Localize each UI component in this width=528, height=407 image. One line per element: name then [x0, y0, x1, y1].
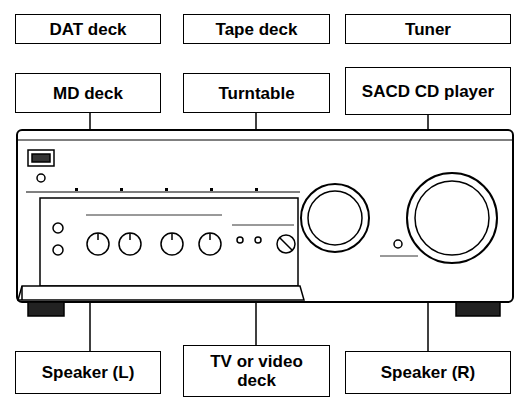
device-box: Turntable — [183, 73, 330, 113]
device-box: DAT deck — [15, 14, 161, 44]
amplifier-body — [17, 130, 513, 302]
device-label: TV or video deck — [190, 352, 323, 390]
device-label: Turntable — [218, 84, 294, 103]
device-label: Tape deck — [216, 20, 298, 39]
power-button — [28, 150, 54, 166]
device-box: SACD CD player — [345, 67, 511, 115]
leader-line — [255, 300, 257, 346]
device-box: Speaker (R) — [345, 351, 511, 394]
leader-line — [255, 112, 257, 130]
leader-line — [427, 300, 429, 352]
foot — [28, 302, 64, 316]
leader-line — [89, 300, 91, 352]
device-label: Tuner — [405, 20, 451, 39]
device-label: DAT deck — [49, 20, 126, 39]
device-box: Tuner — [345, 14, 511, 44]
selector-knob — [301, 184, 369, 252]
device-box: Speaker (L) — [15, 351, 161, 394]
leader-line — [427, 114, 429, 130]
device-label: Speaker (R) — [381, 363, 475, 382]
device-box: MD deck — [15, 73, 161, 113]
leader-line — [89, 112, 91, 130]
control-panel — [40, 198, 298, 286]
foot — [456, 302, 500, 316]
device-box: TV or video deck — [183, 345, 330, 397]
device-label: SACD CD player — [362, 82, 494, 101]
device-label: Speaker (L) — [42, 363, 135, 382]
panel-door — [18, 286, 304, 300]
device-box: Tape deck — [183, 14, 330, 44]
volume-knob — [407, 173, 497, 263]
device-label: MD deck — [53, 84, 123, 103]
